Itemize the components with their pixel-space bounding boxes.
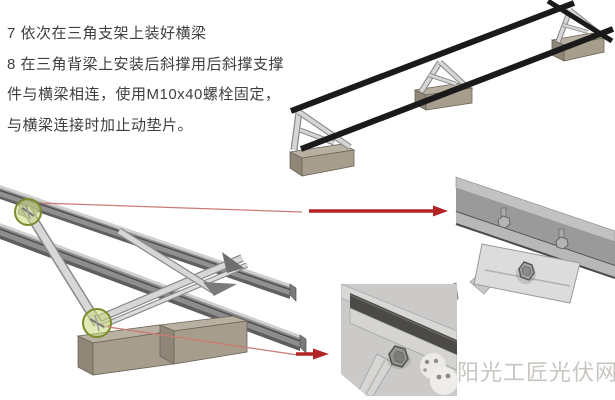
- clamp-detail-figure: [455, 176, 615, 304]
- detail-rail: [455, 176, 615, 279]
- highlight-circle-base: [82, 308, 112, 338]
- instruction-line-1: 7 依次在三角支架上装好横梁: [7, 25, 207, 42]
- detail-channel: [341, 284, 457, 371]
- beam-rails: [289, 0, 615, 152]
- assembled-row-figure: [288, 0, 615, 177]
- leader-line-base: [107, 326, 299, 356]
- arrow-to-clamp-detail-icon: [309, 205, 448, 217]
- detail-base-hex-bolt: [387, 345, 411, 369]
- triangle-bracket-figure: [0, 185, 307, 376]
- detail-corner-cut: [341, 374, 367, 396]
- watermark-logo-icon: [420, 353, 458, 395]
- highlight-circle-top: [14, 198, 42, 226]
- detail-corner-member: [355, 353, 394, 396]
- detail-hex-bolt: [516, 261, 536, 284]
- instruction-line-3: 件与横梁相连，使用M10x40螺栓固定，: [7, 86, 281, 103]
- detail-clamp-bolts: [497, 207, 569, 250]
- watermark-text: 阳光工匠光伏网: [457, 360, 615, 385]
- leader-line-top: [40, 202, 303, 213]
- instruction-line-2: 8 在三角背梁上安装后斜撑用后斜撑支撑: [7, 55, 285, 73]
- arrow-to-base-detail-icon: [296, 348, 329, 360]
- instruction-text-block: 7 依次在三角支架上装好横梁 8 在三角背梁上安装后斜撑用后斜撑支撑 件与横梁相…: [7, 19, 307, 141]
- instruction-line-4: 与横梁连接时加止动垫片。: [7, 116, 194, 134]
